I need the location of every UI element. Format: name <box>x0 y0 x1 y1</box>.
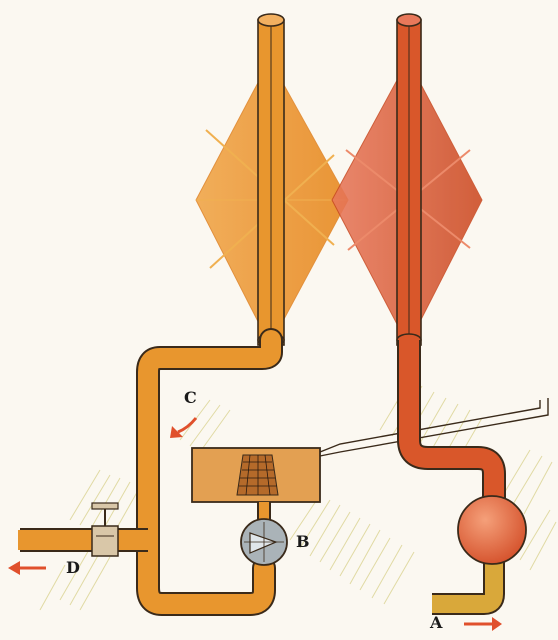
arrow-d <box>8 561 46 575</box>
label-a: A <box>430 615 442 631</box>
label-c: C <box>184 390 197 406</box>
right-heat-exchanger <box>332 14 482 346</box>
pump-b <box>241 502 287 565</box>
sphere-vessel <box>458 496 526 564</box>
arrow-c <box>170 418 196 438</box>
arrow-a <box>464 617 502 631</box>
label-d: D <box>66 560 80 576</box>
right-pipe-loop <box>409 340 494 604</box>
label-b: B <box>296 534 310 550</box>
left-heat-exchanger <box>196 14 348 346</box>
